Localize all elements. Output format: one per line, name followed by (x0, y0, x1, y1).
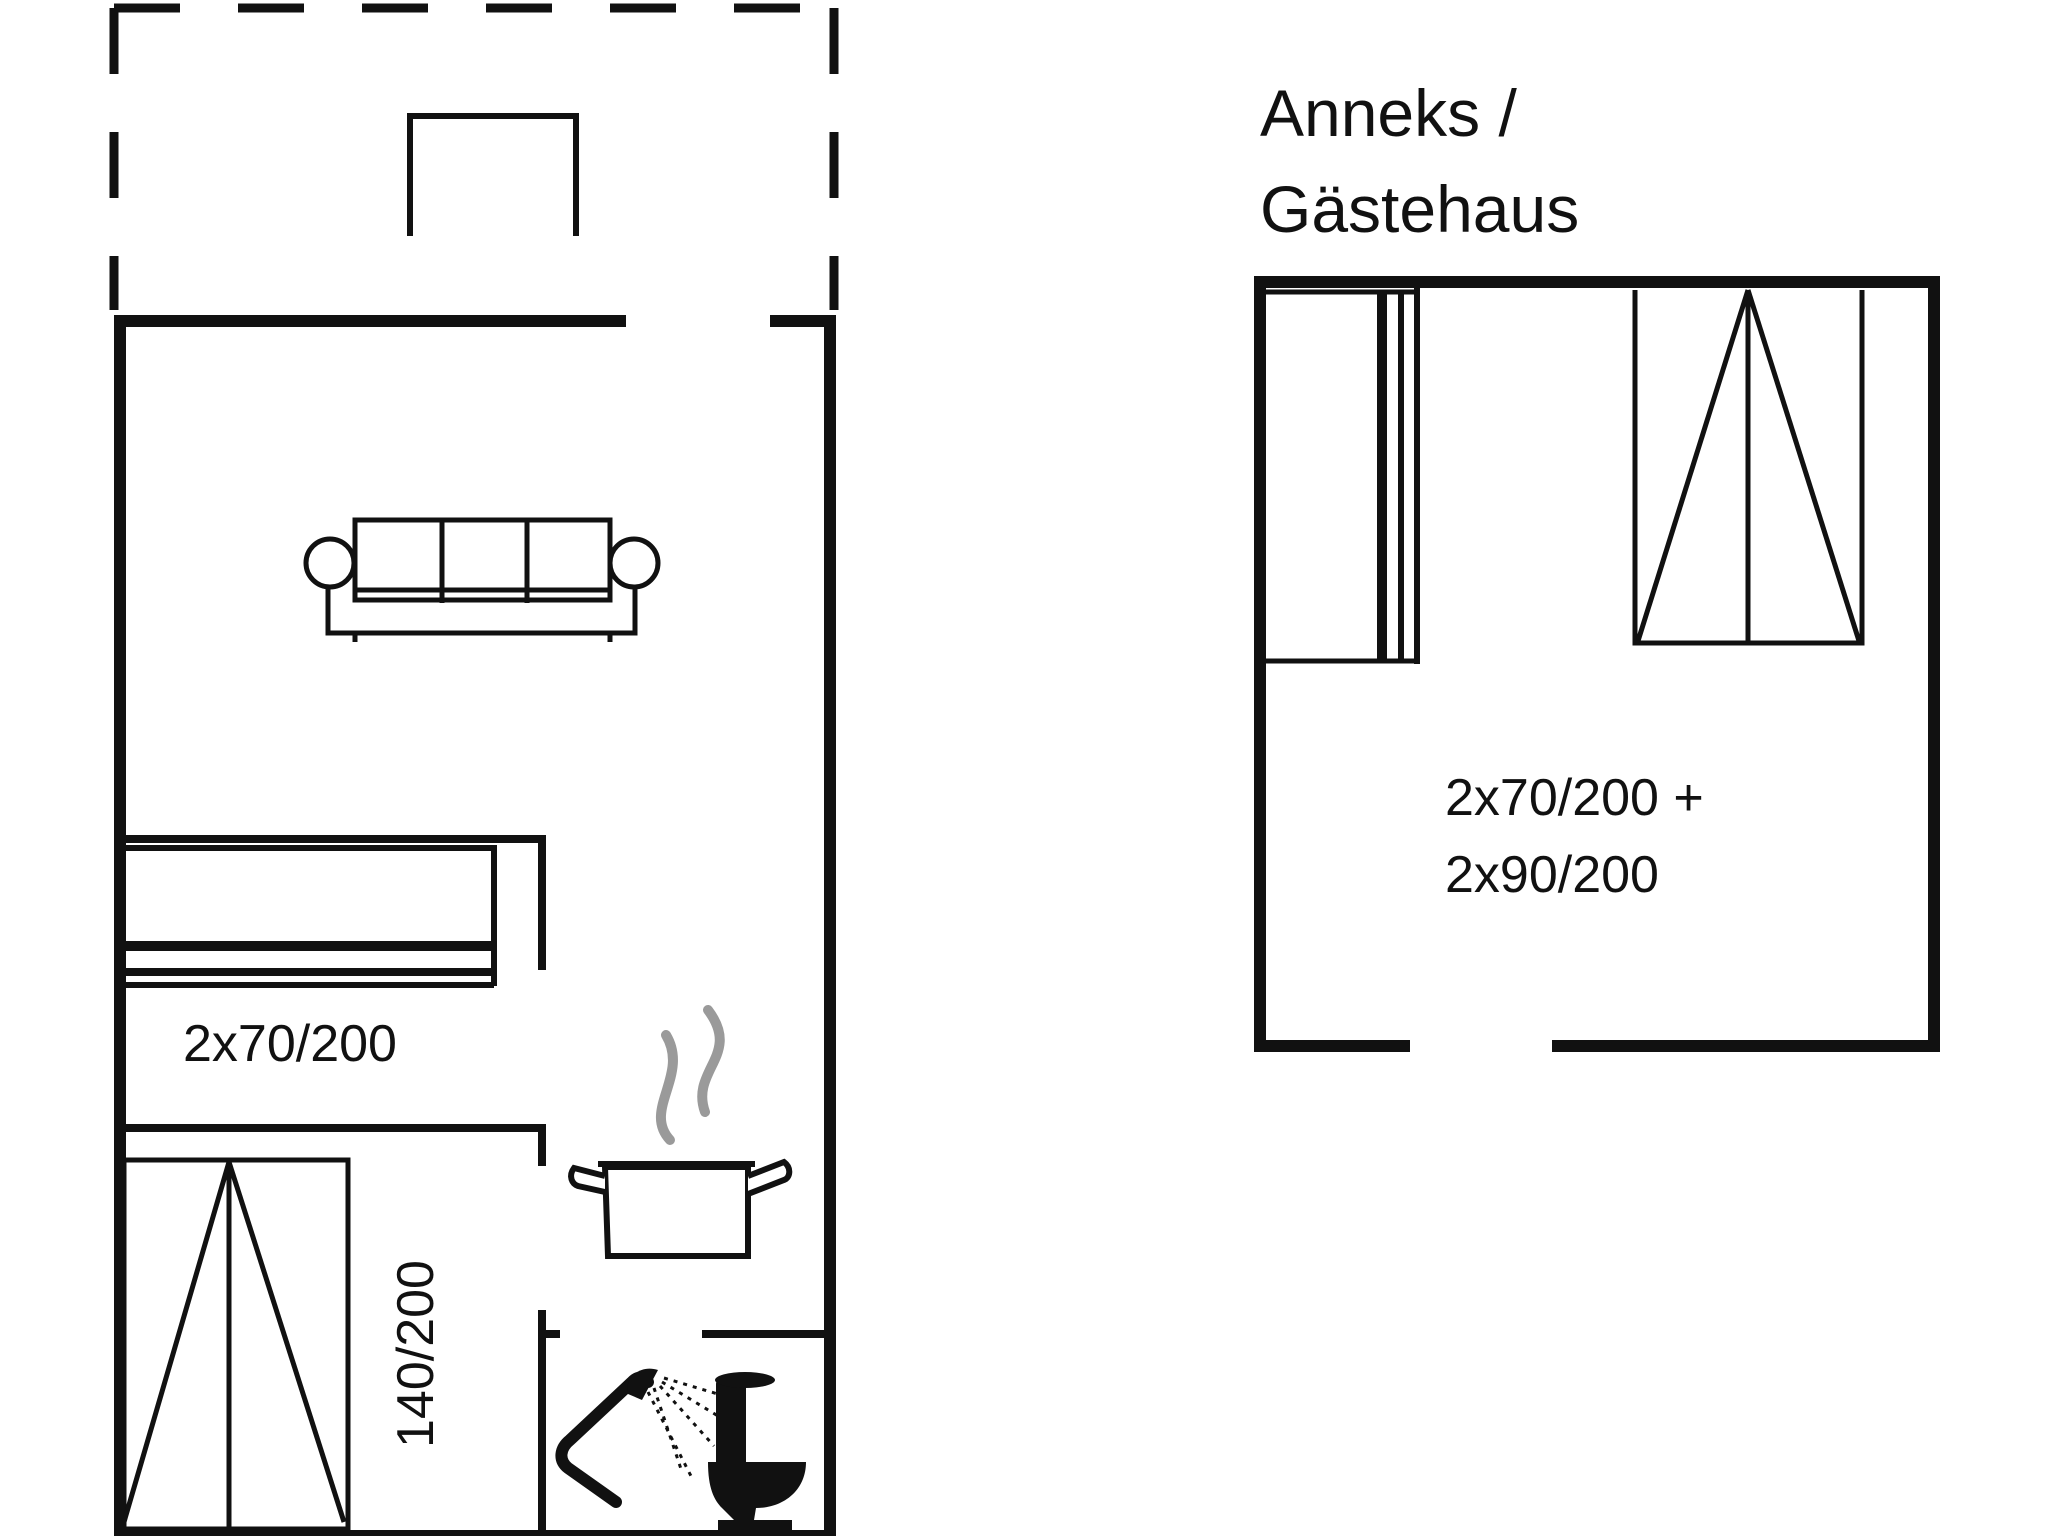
bunk-bed-icon (124, 845, 497, 988)
bunk-bed-label: 2x70/200 (183, 1015, 397, 1073)
shower-icon (555, 1368, 739, 1508)
annex-bed-label-line-2: 2x90/200 (1445, 846, 1659, 904)
exterior-walls (114, 315, 836, 1536)
annex-bunk-bed-icon (1266, 286, 1420, 664)
interior-walls (124, 835, 826, 1534)
annex: Anneks / Gästehaus 2x70/200 + 2x90/200 (1254, 76, 1940, 1052)
annex-title-line-2: Gästehaus (1260, 172, 1579, 246)
annex-title-line-1: Anneks / (1260, 76, 1517, 150)
terrace-table (407, 113, 579, 236)
main-house: 2x70/200 140/200 (109, 3, 839, 1536)
double-bed-icon (121, 1157, 351, 1532)
terrace-outline (109, 3, 839, 310)
steam-icon (655, 1005, 725, 1145)
double-bed-label: 140/200 (387, 1260, 445, 1448)
annex-walls (1254, 276, 1940, 1052)
annex-bed-icon (1632, 289, 1865, 646)
sofa-icon (303, 517, 661, 642)
toilet-icon (708, 1372, 806, 1530)
cooking-pot-icon (568, 1158, 793, 1259)
annex-bed-label-line-1: 2x70/200 + (1445, 769, 1704, 827)
